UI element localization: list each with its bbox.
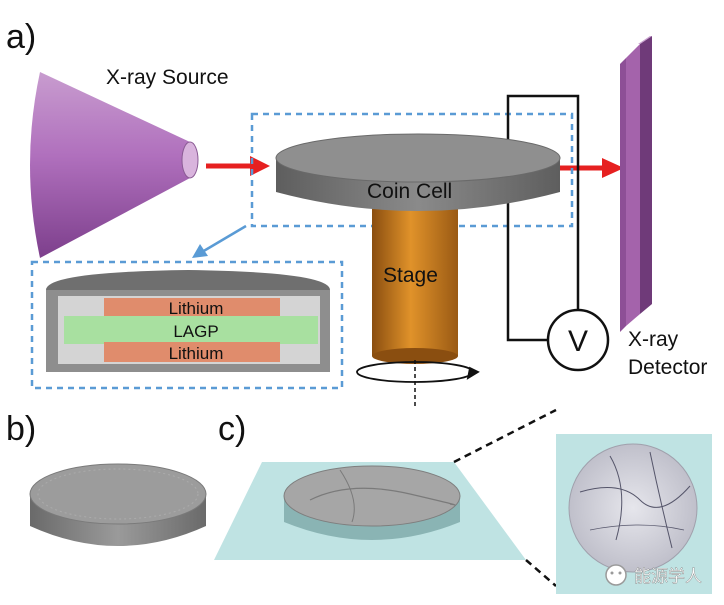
- xray-source-label: X-ray Source: [106, 66, 229, 89]
- watermark-text: 能源学人: [634, 567, 702, 586]
- lithium-top-layer: [104, 298, 280, 318]
- stage-label: Stage: [383, 264, 438, 287]
- beam-arrow-left: [206, 156, 270, 176]
- stage-cylinder: [372, 196, 458, 356]
- beam-arrow-right: [560, 158, 624, 178]
- panel-b-label: b): [6, 410, 36, 448]
- zoom-line-top: [453, 408, 557, 464]
- lagp-label: LAGP: [173, 322, 218, 341]
- wechat-icon: [605, 564, 627, 586]
- zoom-arrow: [192, 224, 247, 258]
- detector-label-line2: Detector: [628, 356, 707, 379]
- lithium-top-label: Lithium: [169, 299, 224, 318]
- panel-c-label: c): [218, 410, 246, 448]
- detector-label-line1: X-ray: [628, 328, 679, 351]
- coin-cell-label: Coin Cell: [367, 180, 452, 203]
- cross-section-dashed-box: [30, 260, 344, 390]
- voltmeter-label: V: [568, 325, 588, 358]
- cross-section: [46, 270, 330, 372]
- lagp-layer: [64, 316, 318, 344]
- stage-base: [372, 348, 458, 364]
- circuit-wires: [506, 94, 580, 342]
- panel-c-disk: [283, 465, 461, 540]
- xray-source-cone: [30, 72, 199, 258]
- rotation-arrow-icon: [356, 361, 480, 383]
- voltmeter-icon: [546, 308, 610, 372]
- panel-a-label: a): [6, 18, 36, 56]
- coin-cell: [275, 133, 561, 211]
- zoom-scan-disk: [568, 443, 698, 573]
- watermark: 能源学人: [605, 564, 702, 586]
- panel-b-disk: [29, 463, 207, 546]
- xray-detector: [620, 36, 652, 332]
- lithium-bottom-layer: [104, 342, 280, 362]
- lithium-bottom-label: Lithium: [169, 344, 224, 363]
- zoom-line-bottom: [525, 559, 557, 587]
- coin-cell-dashed-box: [250, 112, 574, 228]
